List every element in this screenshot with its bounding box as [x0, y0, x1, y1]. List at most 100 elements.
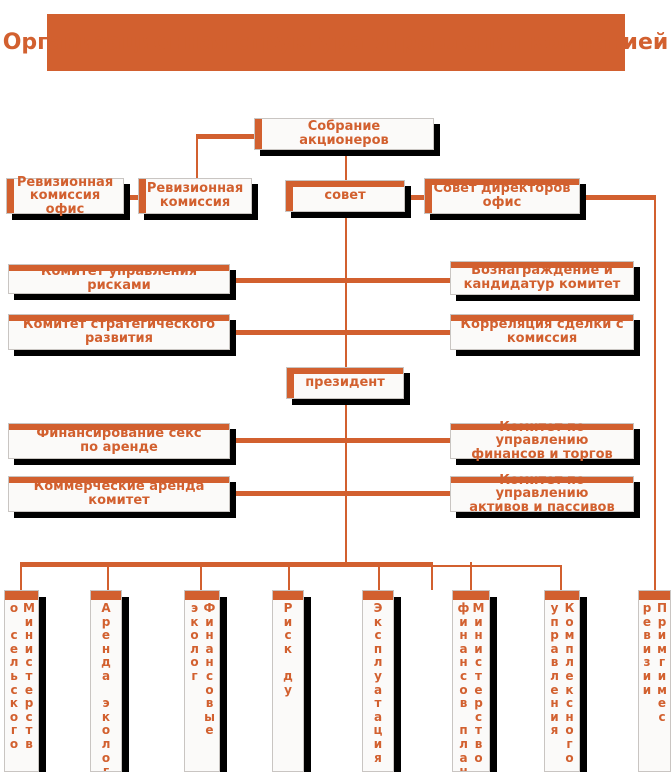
node-board-of-directors-office[interactable]: Совет директоров офис: [424, 178, 580, 214]
node-assets-liabilities-committee[interactable]: Комитет по управлению активов и пассивов: [450, 472, 634, 515]
main-spine: [345, 149, 347, 562]
vertical-char: о: [9, 709, 19, 724]
node-label: совет: [324, 188, 366, 204]
vertical-char: о: [565, 750, 574, 765]
node-audit-commission[interactable]: Ревизионная комиссия: [138, 178, 252, 214]
node-shareholders-meeting[interactable]: Собрание акционеров: [254, 118, 434, 150]
vertical-char: е: [657, 696, 667, 711]
vertical-char: и: [283, 614, 293, 629]
vertical-char: о: [474, 750, 483, 765]
vertical-char: о: [205, 682, 214, 697]
vertical-char: н: [24, 628, 34, 643]
vertical-char: а: [373, 709, 383, 724]
vertical-char: М: [472, 601, 485, 615]
bus-drop-1: [20, 562, 22, 590]
vertical-char: и: [642, 668, 652, 683]
node-risk-management-committee[interactable]: Комитет управления рисками: [8, 264, 230, 294]
node-label: Собрание акционеров: [299, 119, 389, 148]
vertical-char: Э: [373, 601, 383, 615]
vertical-char: г: [191, 668, 198, 683]
bus-drop-4: [288, 562, 290, 590]
node-commercial-lease-committee[interactable]: Коммерческие аренда комитет: [8, 476, 230, 512]
vertical-char: р: [24, 696, 34, 711]
vertical-char: п: [373, 641, 383, 656]
vertical-char: с: [205, 668, 214, 683]
vertical-char: р: [642, 601, 652, 615]
vertical-char: и: [24, 614, 34, 629]
vertical-char: М: [23, 601, 35, 615]
node-remuneration-nomination-committee[interactable]: Вознаграждение и кандидатур комитет: [450, 261, 634, 295]
vertical-char: л: [9, 655, 19, 670]
node-lease-financing[interactable]: Финансирование секс по аренде: [8, 423, 230, 459]
bus-drop-7: [560, 565, 562, 590]
vertical-char: р: [550, 628, 559, 643]
connector-commercial-assets: [228, 491, 452, 496]
bus-drop-6: [470, 562, 472, 590]
vertical-char: э: [102, 696, 110, 711]
node-audit-commission-office[interactable]: Ревизионная комиссия офис: [6, 175, 124, 216]
vertical-char: ф: [457, 601, 470, 615]
node-council[interactable]: совет: [285, 180, 405, 212]
vertical-char: о: [459, 682, 468, 697]
vertical-char: г: [102, 764, 110, 772]
node-label: Комитет стратегического развития: [22, 317, 216, 346]
vertical-char: у: [284, 682, 292, 697]
vertical-char: к: [373, 614, 383, 629]
vertical-char: е: [474, 682, 483, 697]
vertical-char: в: [474, 736, 483, 751]
vertical-char: д: [101, 655, 111, 670]
vertical-char: н: [205, 628, 214, 643]
vertical-char: а: [101, 668, 111, 683]
vertical-char: п: [565, 641, 574, 656]
vertical-char: и: [657, 628, 667, 643]
vertical-char: с: [25, 655, 33, 670]
vertical-char: н: [101, 641, 111, 656]
vertical-char: ы: [204, 709, 215, 724]
node-strategic-development-committee[interactable]: Комитет стратегического развития: [8, 314, 230, 350]
vertical-char: е: [550, 682, 559, 697]
connector-board-right: [580, 195, 656, 200]
vertical-char: н: [550, 696, 559, 711]
vertical-char: е: [101, 628, 111, 643]
vertical-char: п: [550, 614, 559, 629]
vertical-char: и: [550, 709, 559, 724]
connector-strategy-correlation: [228, 330, 452, 335]
connector-leasefin-financecom: [228, 438, 452, 443]
vertical-char: с: [565, 696, 574, 711]
node-finance-trading-committee[interactable]: Комитет по управлению финансов и торгов: [450, 420, 634, 461]
vertical-char: с: [284, 628, 292, 643]
node-label: Корреляция сделки с комиссия: [460, 317, 624, 346]
node-label: Комитет по управлению активов и пассивов: [469, 472, 615, 515]
node-related-party-transactions-committee[interactable]: Корреляция сделки с комиссия: [450, 314, 634, 350]
node-president[interactable]: президент: [286, 367, 404, 399]
vertical-char: д: [283, 668, 293, 683]
vertical-char: Р: [283, 601, 293, 615]
connector-council-board: [405, 195, 431, 200]
vertical-char: о: [101, 750, 111, 765]
node-label: Финансирование секс по аренде: [36, 426, 202, 455]
vertical-char: т: [374, 696, 382, 711]
vertical-char: з: [643, 655, 651, 670]
vertical-char: н: [474, 628, 483, 643]
bottom-bus-bar: [20, 562, 433, 567]
vertical-char: [12, 616, 16, 630]
vertical-char: к: [283, 641, 293, 656]
vertical-char: л: [101, 736, 111, 751]
vertical-char: и: [657, 668, 667, 683]
